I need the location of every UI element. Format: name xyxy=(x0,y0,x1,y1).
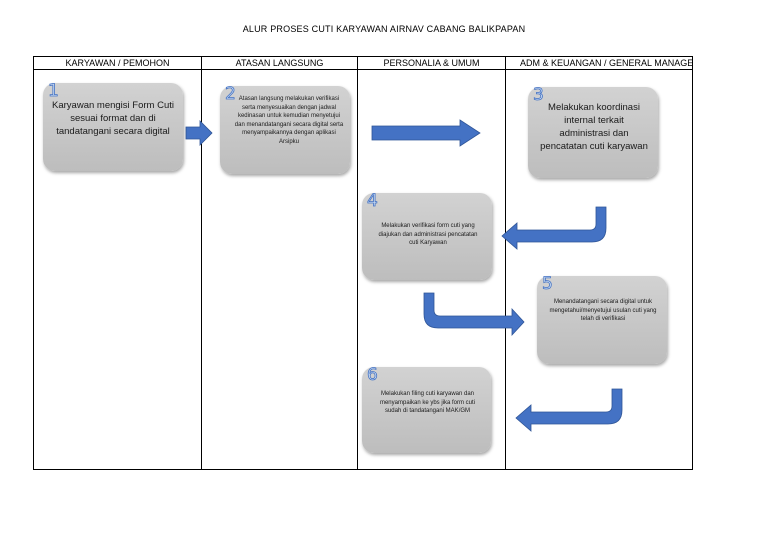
step-number-1: 1 xyxy=(48,81,60,101)
lane-header-karyawan: KARYAWAN / PEMOHON xyxy=(65,58,170,68)
process-step-3: 3 Melakukan koordinasi internal terkait … xyxy=(528,85,658,178)
step-text-4: Melakukan verifikasi form cuti yang diaj… xyxy=(378,223,478,247)
arrow-step3-to-step4 xyxy=(501,206,607,250)
step-number-5: 5 xyxy=(542,274,554,294)
arrow-step4-to-step5 xyxy=(423,292,525,337)
process-step-1: 1 Karyawan mengisi Form Cuti sesuai form… xyxy=(43,81,183,171)
arrow-step1-to-step2 xyxy=(185,120,213,146)
step-number-3: 3 xyxy=(533,85,545,105)
step-number-6: 6 xyxy=(367,365,379,385)
process-step-5: 5 Menandatangani secara digital untuk me… xyxy=(537,274,667,364)
swimlane-frame xyxy=(33,56,693,470)
lane-divider-3 xyxy=(505,56,506,470)
step-text-5: Menandatangani secara digital untuk meng… xyxy=(549,299,657,323)
step-text-2: Atasan langsung melakukan verifikasi ser… xyxy=(234,96,344,145)
step-text-6: Melakukan filing cuti karyawan dan menya… xyxy=(379,391,476,415)
lane-divider-2 xyxy=(357,56,358,470)
lane-divider-1 xyxy=(201,56,202,470)
arrow-step2-to-step3 xyxy=(371,119,481,147)
step-number-4: 4 xyxy=(367,191,379,211)
arrow-step5-to-step6 xyxy=(515,388,623,432)
step-text-1: Karyawan mengisi Form Cuti sesuai format… xyxy=(52,100,174,137)
step-number-2: 2 xyxy=(225,84,237,104)
lane-header-atasan: ATASAN LANGSUNG xyxy=(235,58,324,68)
lane-header-personalia: PERSONALIA & UMUM xyxy=(383,58,480,68)
diagram-title: ALUR PROSES CUTI KARYAWAN AIRNAV CABANG … xyxy=(242,24,526,34)
process-step-4: 4 Melakukan verifikasi form cuti yang di… xyxy=(362,191,492,280)
step-text-3: Melakukan koordinasi internal terkait ad… xyxy=(540,102,648,152)
process-step-6: 6 Melakukan filing cuti karyawan dan men… xyxy=(362,365,491,453)
lane-header-adm-keuangan: ADM & KEUANGAN / GENERAL MANAGER xyxy=(520,58,692,68)
header-divider xyxy=(33,69,693,70)
process-step-2: 2 Atasan langsung melakukan verifikasi s… xyxy=(220,84,350,174)
